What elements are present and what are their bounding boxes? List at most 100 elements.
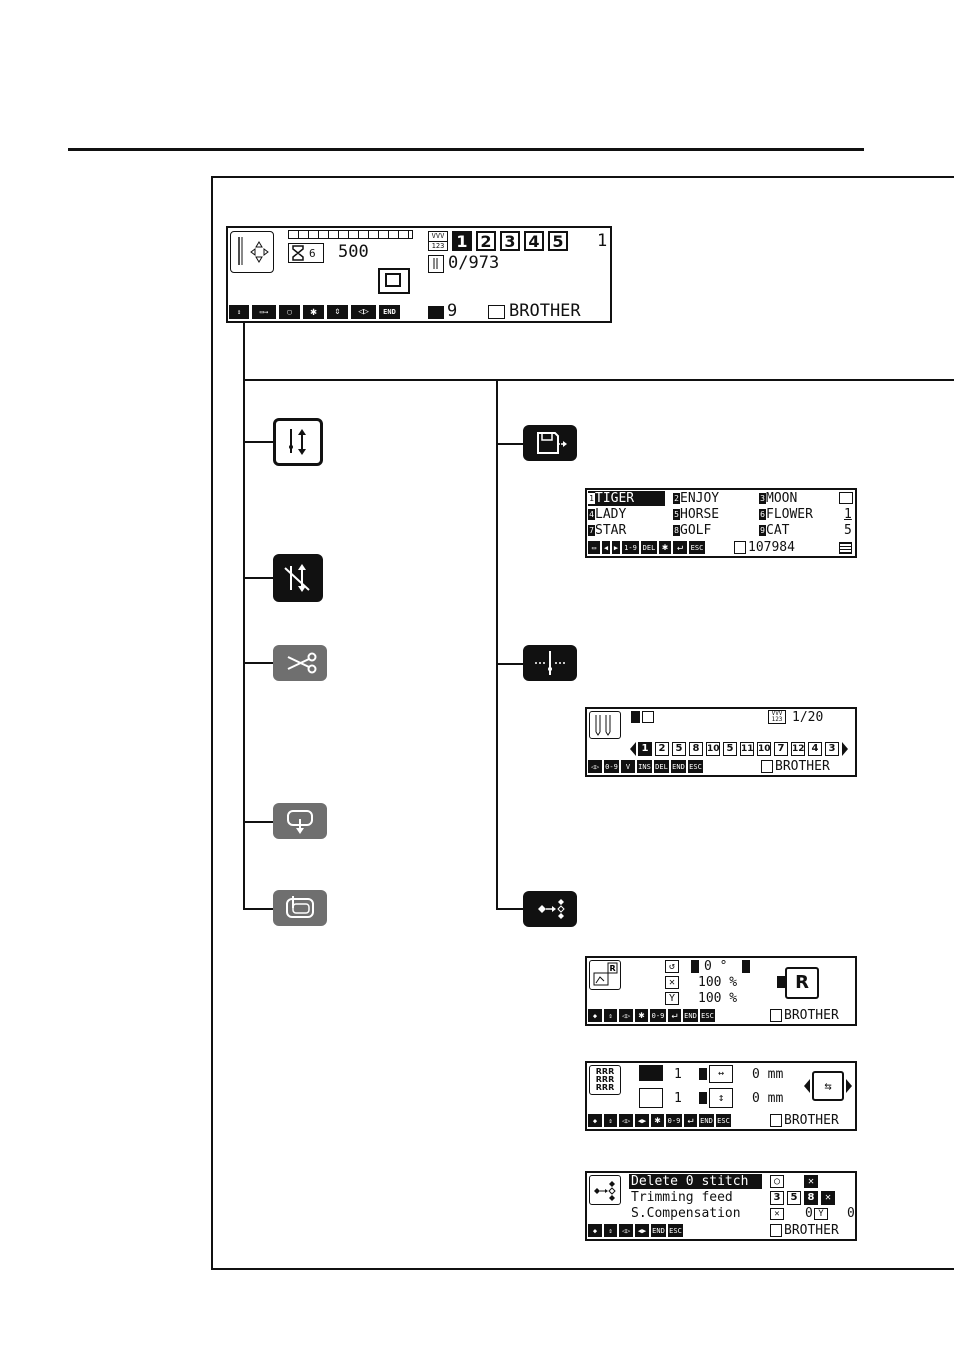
edit-icon[interactable]: ◆ <box>588 1224 602 1237</box>
needle-box-2[interactable]: 2 <box>476 231 496 251</box>
sequence-step[interactable]: 4 <box>808 742 822 756</box>
thread-trim-key[interactable] <box>273 645 327 681</box>
frame-trace-key[interactable] <box>273 890 327 926</box>
digit-key[interactable]: 0-9 <box>604 760 619 773</box>
edit-icon[interactable]: ◆ <box>588 1009 602 1022</box>
memory-item-5[interactable]: 5HORSE <box>673 507 720 522</box>
trim-off-icon[interactable]: ✕ <box>821 1191 835 1205</box>
file-icon[interactable]: ▢ <box>279 305 300 319</box>
on-circle-icon[interactable]: ○ <box>770 1175 784 1188</box>
memory-item-8[interactable]: 8GOLF <box>673 523 712 538</box>
memory-item-9[interactable]: 9CAT <box>759 523 790 538</box>
repeat-order-icon[interactable]: ⇆ <box>812 1071 844 1101</box>
asterisk-icon[interactable]: ✱ <box>635 1009 648 1022</box>
edit-design-key[interactable] <box>523 891 577 927</box>
option-delete-zero-stitch[interactable]: Delete 0 stitch <box>629 1174 762 1189</box>
design-name: BROTHER <box>784 1008 839 1023</box>
needle-box-3[interactable]: 3 <box>500 231 520 251</box>
sequence-step[interactable]: 11 <box>740 742 754 756</box>
sequence-step[interactable]: 10 <box>757 742 771 756</box>
sequence-step[interactable]: 1 <box>638 742 652 756</box>
end-key[interactable]: END <box>671 760 686 773</box>
needle-sequence-key[interactable] <box>523 645 577 681</box>
enter-icon[interactable]: ↵ <box>668 1009 681 1022</box>
sequence-step[interactable]: 2 <box>655 742 669 756</box>
escape-key[interactable]: ESC <box>689 541 705 554</box>
sequence-step[interactable]: 5 <box>672 742 686 756</box>
sequence-step[interactable]: 8 <box>689 742 703 756</box>
digit-key[interactable]: 1-9 <box>622 541 639 554</box>
memory-item-7[interactable]: 7STAR <box>588 523 627 538</box>
memory-item-4[interactable]: 4LADY <box>588 507 627 522</box>
asterisk-icon[interactable]: ✱ <box>303 305 324 319</box>
updown-arrow-icon[interactable]: ⇕ <box>604 1009 617 1022</box>
memory-item-3[interactable]: 3MOON <box>759 491 798 506</box>
end-button[interactable]: END <box>379 305 400 319</box>
save-design-key[interactable] <box>523 425 577 461</box>
memory-item-1[interactable]: 1TIGER <box>588 491 665 506</box>
trim-value[interactable]: 5 <box>787 1191 801 1205</box>
asterisk-icon[interactable]: ✱ <box>659 541 671 554</box>
leftright-arrow-icon[interactable]: ◁▷ <box>619 1114 633 1127</box>
scroll-icon[interactable] <box>839 542 852 554</box>
updown-arrow-icon[interactable]: ⇕ <box>604 1224 617 1237</box>
needle-icon[interactable]: V <box>621 760 635 773</box>
option-s-compensation[interactable]: S.Compensation <box>631 1206 741 1221</box>
escape-key[interactable]: ESC <box>716 1114 731 1127</box>
insert-key[interactable]: INS <box>637 760 652 773</box>
sequence-step[interactable]: 7 <box>774 742 788 756</box>
needle-box-4[interactable]: 4 <box>524 231 544 251</box>
trim-value[interactable]: 3 <box>770 1191 784 1205</box>
delete-key[interactable]: DEL <box>641 541 657 554</box>
option-trimming-feed[interactable]: Trimming feed <box>631 1190 733 1205</box>
edit-icon[interactable]: ◆ <box>588 1114 602 1127</box>
escape-key[interactable]: ESC <box>700 1009 715 1022</box>
left-right-solid-icon[interactable]: ◀▶ <box>635 1114 649 1127</box>
sequence-left-arrow-icon[interactable] <box>630 742 636 756</box>
order-right-arrow-icon[interactable] <box>846 1079 852 1093</box>
needle-box-5[interactable]: 5 <box>548 231 568 251</box>
needle-up-down-inverted-key[interactable] <box>273 554 323 602</box>
escape-key[interactable]: ESC <box>668 1224 683 1237</box>
leftright-arrow-icon[interactable]: ◁▷ <box>588 760 602 773</box>
needle-up-down-key[interactable] <box>273 418 323 466</box>
sequence-step[interactable]: 12 <box>791 742 805 756</box>
leftright-arrow-icon[interactable]: ◁▷ <box>619 1224 633 1237</box>
sequence-right-arrow-icon[interactable] <box>842 742 848 756</box>
angle-left-arrow-icon[interactable] <box>691 960 699 973</box>
enter-icon[interactable]: ↵ <box>684 1114 697 1127</box>
right-arrow-icon[interactable]: ▶ <box>612 541 620 554</box>
order-left-arrow-icon[interactable] <box>804 1079 810 1093</box>
end-key[interactable]: END <box>651 1224 666 1237</box>
end-key[interactable]: END <box>699 1114 714 1127</box>
leftright-arrow-icon[interactable]: ◁▷ <box>619 1009 633 1022</box>
frame-return-key[interactable] <box>273 803 327 839</box>
left-arrow-icon[interactable]: ◀ <box>602 541 610 554</box>
sequence-step[interactable]: 5 <box>723 742 737 756</box>
needle-updown-icon[interactable]: ↕ <box>229 305 249 319</box>
delete-key[interactable]: DEL <box>654 760 669 773</box>
trim-value[interactable]: 8 <box>804 1191 818 1205</box>
escape-key[interactable]: ESC <box>688 760 703 773</box>
enter-icon[interactable]: ↵ <box>673 541 687 554</box>
hourglass-icon <box>292 245 304 261</box>
digit-key[interactable]: 0-9 <box>666 1114 682 1127</box>
frame-icon[interactable] <box>378 268 410 294</box>
end-key[interactable]: END <box>683 1009 698 1022</box>
memory-item-2[interactable]: 2ENJOY <box>673 491 720 506</box>
off-cross-icon[interactable]: ✕ <box>804 1175 818 1188</box>
sequence-step[interactable]: 10 <box>706 742 720 756</box>
memory-item-6[interactable]: 6FLOWER <box>759 507 813 522</box>
needle-box-1[interactable]: 1 <box>452 231 472 251</box>
digit-key[interactable]: 0-9 <box>650 1009 666 1022</box>
sequence-step[interactable]: 3 <box>825 742 839 756</box>
leftright-arrow-icon[interactable]: ◁▷ <box>351 305 376 319</box>
save-icon[interactable]: ▭→ <box>252 305 276 319</box>
needle-position-icon[interactable] <box>230 231 274 273</box>
angle-right-arrow-icon[interactable] <box>742 960 750 973</box>
updown-arrow-icon[interactable]: ⇕ <box>604 1114 617 1127</box>
save-icon[interactable]: ▭ <box>588 541 600 554</box>
left-right-solid-icon[interactable]: ◀▶ <box>635 1224 649 1237</box>
updown-arrow-icon[interactable]: ⇕ <box>327 305 348 319</box>
asterisk-icon[interactable]: ✱ <box>651 1114 664 1127</box>
